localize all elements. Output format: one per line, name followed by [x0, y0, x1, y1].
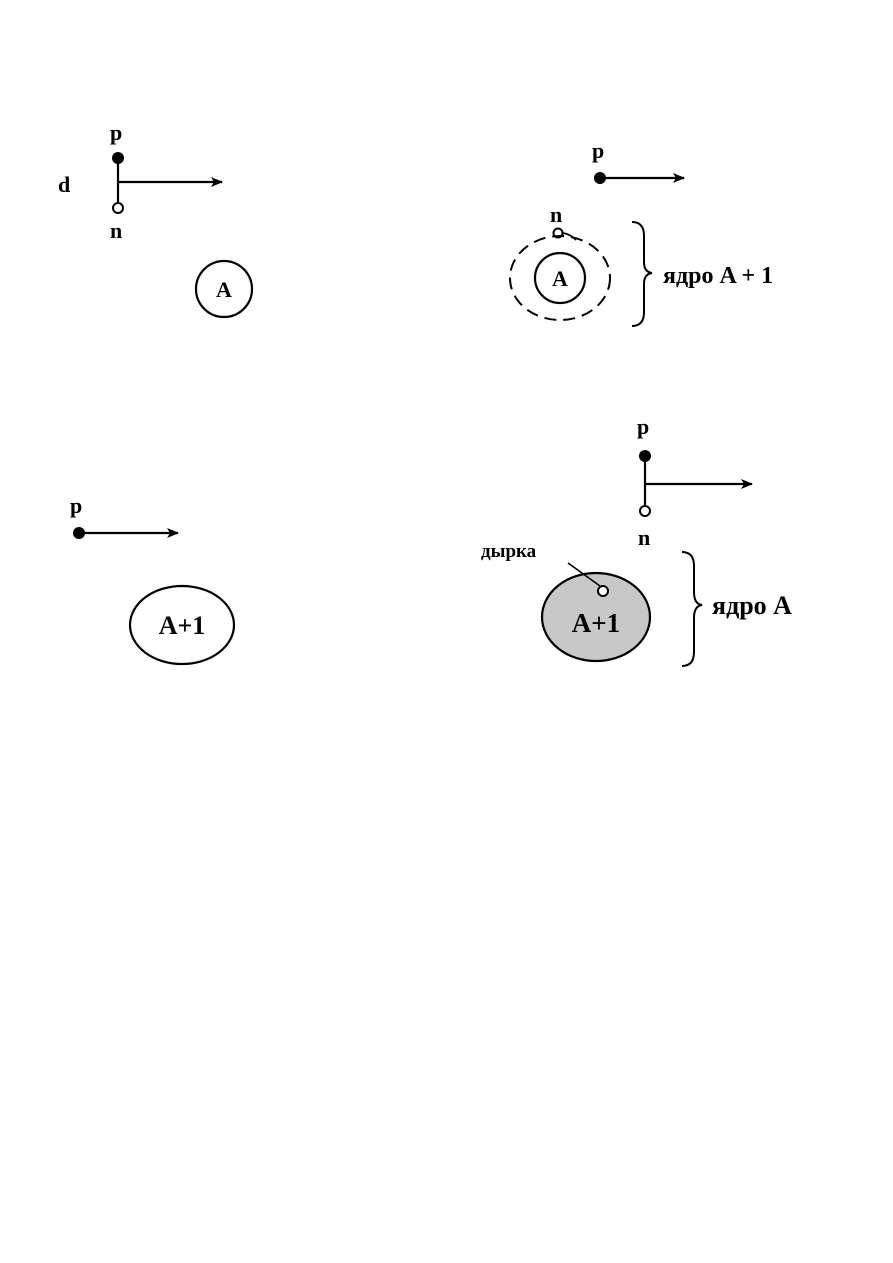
panel-pickup-result: p n A+1 дырка ядро A — [481, 414, 792, 667]
target-nucleus-label: A+1 — [159, 611, 206, 640]
target-nucleus-circle — [194, 259, 254, 319]
hole-label: дырка — [481, 541, 537, 562]
deuteron-label: d — [58, 172, 70, 197]
residual-nucleus-label: A+1 — [572, 608, 620, 638]
result-brace — [631, 221, 653, 327]
residual-nucleus-ellipse — [540, 571, 652, 663]
captured-neutron-leader — [562, 232, 577, 241]
target-nucleus-label: A — [216, 277, 232, 302]
neutron-label: n — [550, 202, 562, 227]
result-nucleus-label: ядро A — [712, 591, 792, 620]
proton-label: p — [110, 120, 122, 145]
neutron-orbit-dashed — [509, 235, 611, 321]
hole-dot — [597, 585, 609, 597]
neutron-dot — [112, 202, 124, 214]
result-brace — [681, 551, 703, 667]
panel-pickup-initial: p A+1 — [70, 493, 236, 666]
panel-deuteron-stripping: d p n A — [58, 120, 254, 319]
neutron-label: n — [110, 218, 122, 243]
target-nucleus-ellipse — [128, 584, 236, 666]
proton-dot — [112, 152, 124, 164]
proton-label: p — [70, 493, 82, 518]
hole-leader-line — [567, 562, 601, 587]
neutron-label: n — [638, 525, 650, 550]
result-nucleus-label: ядро A + 1 — [663, 263, 773, 289]
core-nucleus-label: A — [552, 266, 568, 291]
panel-neutron-capture: p n A ядро A + 1 — [509, 138, 773, 327]
core-nucleus-circle — [533, 251, 587, 305]
neutron-dot — [639, 505, 651, 517]
proton-label: p — [592, 138, 604, 163]
proton-label: p — [637, 414, 649, 439]
